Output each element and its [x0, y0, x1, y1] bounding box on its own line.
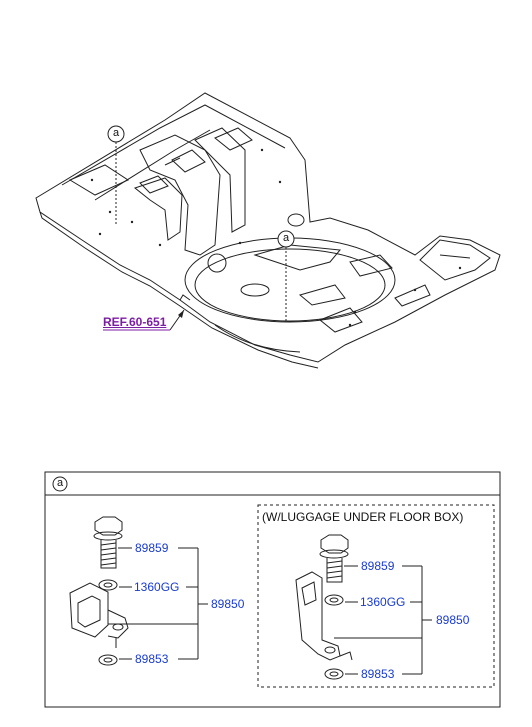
detail-panel-marker: a	[57, 477, 64, 489]
luggage-group-leaders	[334, 565, 432, 675]
part-number-washer[interactable]: 1360GG	[134, 580, 180, 594]
callout-letter-upper: a	[113, 127, 120, 139]
callout-a-upper	[107, 125, 125, 226]
standard-group-leaders	[108, 547, 208, 660]
callout-letter-lower: a	[283, 232, 290, 244]
luggage-part-number-bolt[interactable]: 89859	[361, 559, 395, 573]
luggage-part-number-assembly[interactable]: 89850	[436, 613, 470, 627]
part-number-bolt[interactable]: 89859	[135, 541, 169, 555]
reference-leader	[103, 309, 185, 331]
reference-link[interactable]: REF.60-651	[103, 315, 167, 329]
luggage-part-number-washer[interactable]: 1360GG	[360, 595, 406, 609]
luggage-box-fastener-set	[295, 534, 353, 680]
part-number-lower-washer[interactable]: 89853	[135, 652, 169, 666]
luggage-box-variant-title: (W/LUGGAGE UNDER FLOOR BOX)	[262, 510, 464, 524]
luggage-part-number-lower-washer[interactable]: 89853	[361, 667, 395, 681]
panel-holes	[90, 148, 462, 327]
detail-panel	[44, 471, 501, 708]
part-number-assembly[interactable]: 89850	[211, 597, 245, 611]
standard-fastener-set	[69, 516, 129, 666]
callout-a-lower	[277, 230, 295, 322]
